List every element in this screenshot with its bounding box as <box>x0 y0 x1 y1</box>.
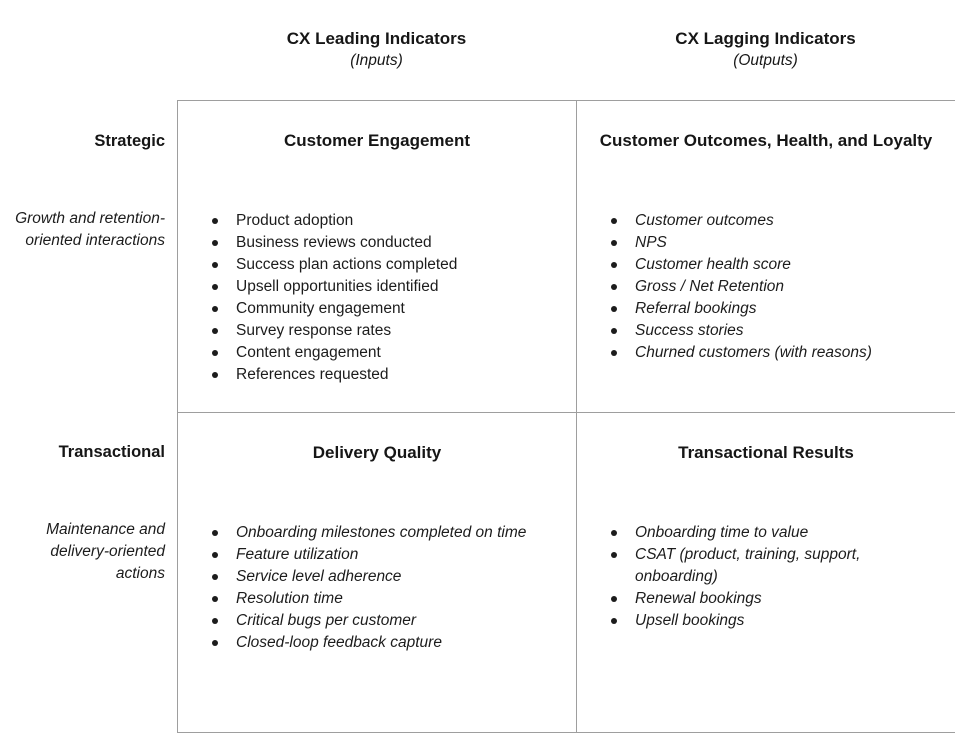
bullet-item: Feature utilization <box>178 544 576 566</box>
bullet-text: Critical bugs per customer <box>236 612 417 629</box>
column-header-leading-indicators: CX Leading Indicators (Inputs) <box>177 28 576 72</box>
column-header-subtitle: (Outputs) <box>733 52 798 69</box>
bullet-text: Upsell bookings <box>635 612 745 629</box>
bullet-dot <box>611 284 617 290</box>
bullet-item: Customer outcomes <box>577 210 955 232</box>
bullet-item: Service level adherence <box>178 566 576 588</box>
bullet-text: Gross / Net Retention <box>635 278 785 295</box>
bullet-dot <box>611 262 617 268</box>
bullet-text: Upsell opportunities identified <box>236 278 439 295</box>
bullet-item: Product adoption <box>178 210 576 232</box>
bullet-item: Survey response rates <box>178 320 576 342</box>
bullet-dot <box>212 596 218 602</box>
bullet-text: Resolution time <box>236 590 343 607</box>
bullet-item: Success stories <box>577 320 955 342</box>
bullet-item: Referral bookings <box>577 298 955 320</box>
bullet-item: Onboarding time to value <box>577 522 955 544</box>
bullet-item: Renewal bookings <box>577 588 955 610</box>
bullet-text: Referral bookings <box>635 300 757 317</box>
bullet-text: Churned customers (with reasons) <box>635 344 872 361</box>
column-header-title: CX Leading Indicators <box>286 29 467 48</box>
bullet-dot <box>611 328 617 334</box>
bullet-text: Service level adherence <box>236 568 402 585</box>
bullet-item: Gross / Net Retention <box>577 276 955 298</box>
bullet-item: Onboarding milestones completed on time <box>178 522 576 544</box>
bullet-item: Content engagement <box>178 342 576 364</box>
bullet-text: Content engagement <box>236 344 381 361</box>
bullet-item: Resolution time <box>178 588 576 610</box>
bullet-dot <box>212 640 218 646</box>
quadrant-title: Customer Engagement <box>283 131 471 150</box>
bullet-dot <box>212 306 218 312</box>
row-header-strategic: Strategic <box>94 132 165 150</box>
bullet-dot <box>212 218 218 224</box>
bullet-item: Upsell opportunities identified <box>178 276 576 298</box>
bullet-text: Product adoption <box>236 212 354 229</box>
bullet-dot <box>611 306 617 312</box>
bullet-dot <box>212 552 218 558</box>
bullet-dot <box>212 262 218 268</box>
quadrant-delivery-quality: Delivery Quality Onboarding milestones c… <box>178 413 577 732</box>
bullet-item: NPS <box>577 232 955 254</box>
bullet-text: Customer health score <box>635 256 791 273</box>
bullet-text: Success plan actions completed <box>236 256 458 273</box>
bullet-item: Closed-loop feedback capture <box>178 632 576 654</box>
bullet-item: Success plan actions completed <box>178 254 576 276</box>
bullet-text: NPS <box>635 234 667 251</box>
bullet-text: Customer outcomes <box>635 212 774 229</box>
bullet-item: Churned customers (with reasons) <box>577 342 955 364</box>
bullet-dot <box>212 372 218 378</box>
bullet-text: References requested <box>236 366 389 383</box>
bullet-dot <box>611 240 617 246</box>
bullet-dot <box>611 552 617 558</box>
bullet-dot <box>212 530 218 536</box>
bullet-text: Closed-loop feedback capture <box>236 634 442 651</box>
quadrant-title: Delivery Quality <box>312 443 442 462</box>
bullet-text: CSAT (product, training, support, onboar… <box>635 546 861 585</box>
bullet-item: Business reviews conducted <box>178 232 576 254</box>
bullet-item: Upsell bookings <box>577 610 955 632</box>
bullet-dot <box>212 618 218 624</box>
quadrant-customer-outcomes-health-loyalty: Customer Outcomes, Health, and Loyalty C… <box>577 101 955 413</box>
bullet-item: CSAT (product, training, support, onboar… <box>577 544 955 588</box>
row-header-transactional-subtitle: Maintenance and delivery-oriented action… <box>46 521 165 582</box>
bullet-dot <box>611 618 617 624</box>
bullet-dot <box>212 328 218 334</box>
bullet-text: Survey response rates <box>236 322 392 339</box>
bullet-text: Business reviews conducted <box>236 234 432 251</box>
bullet-dot <box>611 350 617 356</box>
column-header-subtitle: (Inputs) <box>350 52 403 69</box>
bullet-dot <box>611 596 617 602</box>
bullet-dot <box>611 218 617 224</box>
column-header-title: CX Lagging Indicators <box>675 29 856 48</box>
column-header-lagging-indicators: CX Lagging Indicators (Outputs) <box>576 28 955 72</box>
bullet-item: Community engagement <box>178 298 576 320</box>
bullet-dot <box>212 240 218 246</box>
bullet-dot <box>611 530 617 536</box>
bullet-dot <box>212 284 218 290</box>
bullet-dot <box>212 574 218 580</box>
quadrant-title: Transactional Results <box>678 443 854 462</box>
bullet-dot <box>212 350 218 356</box>
quadrant-title: Customer Outcomes, Health, and Loyalty <box>599 131 933 150</box>
row-header-strategic-subtitle: Growth and retention-oriented interactio… <box>15 210 165 249</box>
quadrant-transactional-results: Transactional Results Onboarding time to… <box>577 413 955 732</box>
bullet-text: Feature utilization <box>236 546 359 563</box>
bullet-item: Critical bugs per customer <box>178 610 576 632</box>
bullet-item: References requested <box>178 364 576 386</box>
bullet-text: Onboarding milestones completed on time <box>236 524 527 541</box>
bullet-item: Customer health score <box>577 254 955 276</box>
bullet-text: Renewal bookings <box>635 590 762 607</box>
bullet-text: Community engagement <box>236 300 405 317</box>
bullet-text: Onboarding time to value <box>635 524 809 541</box>
bullet-text: Success stories <box>635 322 744 339</box>
row-header-transactional: Transactional <box>58 443 165 461</box>
